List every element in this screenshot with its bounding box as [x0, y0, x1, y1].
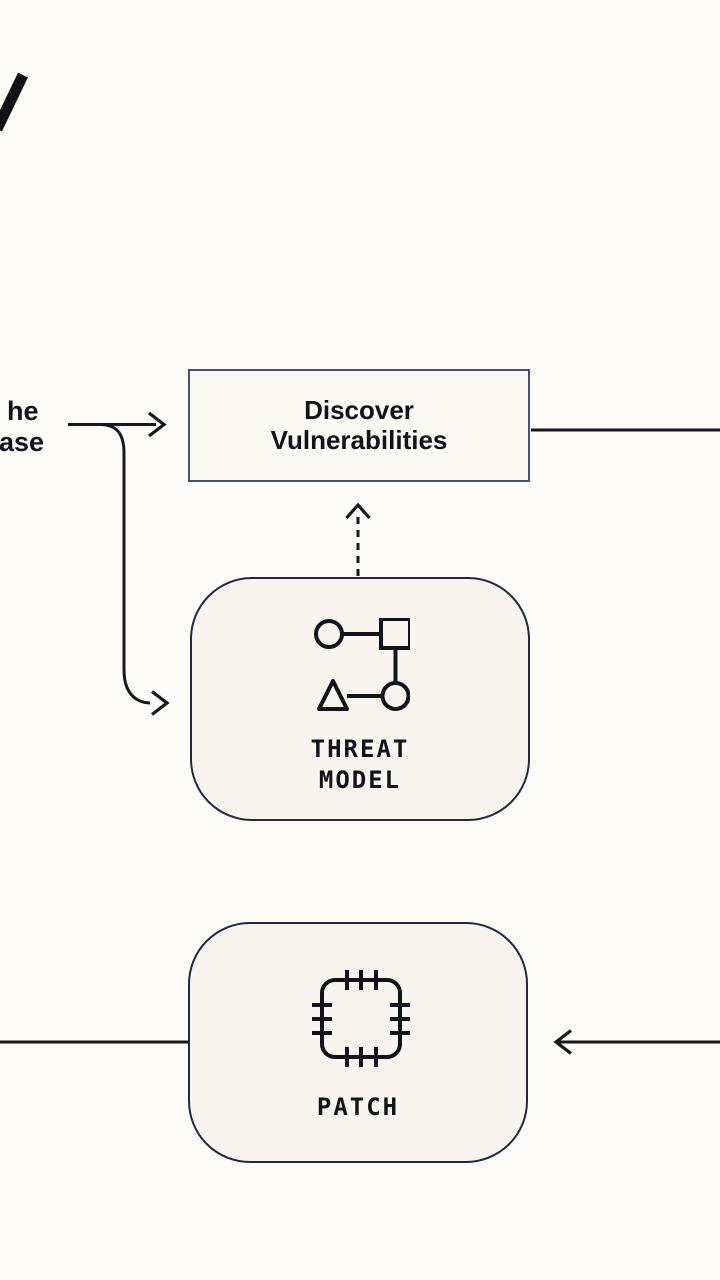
discover-vulnerabilities-box: Discover Vulnerabilities: [188, 369, 530, 482]
left-label-fragment-line1: he: [7, 396, 39, 426]
arrowhead-right-threat: [151, 690, 170, 716]
threat-model-node: THREAT MODEL: [190, 577, 530, 821]
arrow-branch-to-threat-model: [100, 423, 151, 705]
threat-model-label: THREAT MODEL: [310, 735, 410, 795]
arrowhead-up-dashed: [345, 502, 371, 520]
flowchart-shapes-icon: [314, 618, 410, 711]
discover-vulnerabilities-label: Discover Vulnerabilities: [270, 395, 448, 455]
patch-label: PATCH: [316, 1093, 400, 1121]
left-label-fragment-line2: ase: [0, 427, 45, 457]
cutoff-letter-stroke: [0, 72, 28, 132]
arrowhead-left-patch: [553, 1029, 572, 1055]
arrowhead-right-discover: [148, 411, 167, 438]
cpu-chip-icon: [312, 970, 410, 1067]
patch-node: PATCH: [188, 922, 528, 1163]
